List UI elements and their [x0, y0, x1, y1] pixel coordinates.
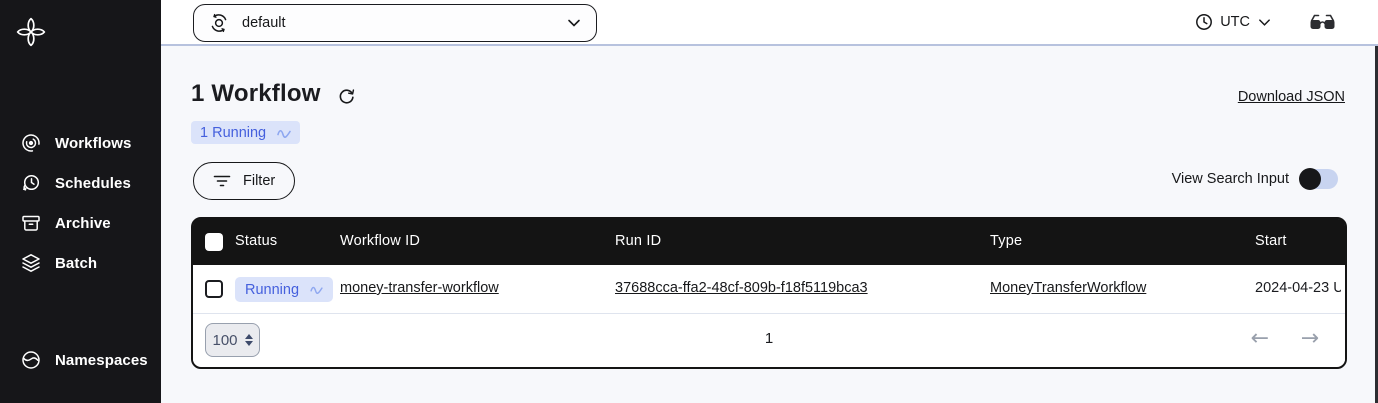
- header-workflow-id: Workflow ID: [340, 233, 421, 249]
- filter-button[interactable]: Filter: [193, 162, 296, 200]
- namespace-select-value: default: [242, 15, 286, 31]
- sidebar-item-schedules[interactable]: Schedules: [0, 163, 161, 203]
- sidebar-item-archive[interactable]: Archive: [0, 203, 161, 243]
- namespace-select[interactable]: default: [193, 4, 597, 42]
- timezone-select[interactable]: UTC: [1195, 0, 1272, 44]
- arrow-right-icon[interactable]: →: [1300, 326, 1319, 351]
- workflows-icon: [20, 132, 42, 154]
- sidebar-nav-bottom: Namespaces: [0, 340, 161, 380]
- arrow-left-icon[interactable]: ←: [1250, 326, 1269, 351]
- header-status: Status: [235, 233, 278, 249]
- view-search-input-control: View Search Input: [1171, 168, 1338, 190]
- row-checkbox[interactable]: [205, 280, 223, 298]
- timezone-label: UTC: [1220, 14, 1250, 30]
- start-time-value: 2024-04-23 U: [1255, 280, 1341, 296]
- select-all-checkbox[interactable]: [205, 233, 223, 251]
- view-search-input-toggle[interactable]: [1299, 168, 1338, 190]
- status-label: Running: [245, 281, 300, 298]
- sidebar: Workflows Schedules Archive: [0, 0, 161, 403]
- archive-icon: [20, 212, 42, 234]
- header-run-id: Run ID: [615, 233, 662, 249]
- namespace-switcher-icon: [208, 12, 230, 34]
- temporal-logo[interactable]: [16, 17, 46, 47]
- sidebar-item-label: Namespaces: [55, 351, 148, 369]
- workflow-id-link[interactable]: money-transfer-workflow: [340, 280, 499, 296]
- namespaces-icon: [20, 349, 42, 371]
- page-title: 1 Workflow: [191, 80, 321, 107]
- page-size-value: 100: [212, 331, 238, 349]
- view-search-input-label: View Search Input: [1171, 171, 1289, 187]
- sidebar-item-label: Batch: [55, 254, 98, 272]
- header-type: Type: [990, 233, 1023, 249]
- page-indicator: 1: [764, 330, 774, 347]
- status-badge: Running: [235, 277, 334, 302]
- filter-button-label: Filter: [243, 173, 276, 189]
- filter-lines-icon: [213, 174, 231, 188]
- running-count-badge[interactable]: 1 Running: [191, 121, 301, 144]
- sidebar-item-label: Workflows: [55, 134, 132, 152]
- table-footer: 100 1 ← →: [193, 314, 1345, 366]
- sidebar-item-workflows[interactable]: Workflows: [0, 123, 161, 163]
- refresh-icon[interactable]: [337, 87, 356, 106]
- batch-icon: [20, 252, 42, 274]
- sidebar-item-label: Archive: [55, 214, 111, 232]
- page-size-select[interactable]: 100: [205, 323, 260, 357]
- sidebar-item-batch[interactable]: Batch: [0, 243, 161, 283]
- heartbeat-icon: [277, 128, 291, 138]
- sidebar-nav: Workflows Schedules Archive: [0, 123, 161, 283]
- chevron-down-icon: [1257, 15, 1272, 30]
- run-id-link[interactable]: 37688cca-ffa2-48cf-809b-f18f5119bca3: [615, 280, 868, 296]
- table-row[interactable]: Running money-transfer-workflow 37688cca…: [193, 265, 1345, 314]
- clock-icon: [1195, 13, 1213, 31]
- workflow-type-link[interactable]: MoneyTransferWorkflow: [990, 280, 1147, 296]
- schedules-icon: [20, 172, 42, 194]
- header-start: Start: [1255, 233, 1287, 249]
- top-bar: default UTC: [161, 0, 1378, 46]
- sidebar-item-label: Schedules: [55, 174, 131, 192]
- toggle-knob: [1299, 168, 1321, 190]
- glasses-icon[interactable]: [1309, 13, 1336, 32]
- table-header-row: Status Workflow ID Run ID Type Start: [193, 219, 1345, 265]
- chevron-down-icon: [566, 15, 582, 31]
- download-json-link[interactable]: Download JSON: [1237, 89, 1345, 105]
- sidebar-item-namespaces[interactable]: Namespaces: [0, 340, 161, 380]
- running-count-label: 1 Running: [200, 124, 267, 141]
- heartbeat-icon: [310, 285, 323, 294]
- workflows-table: Status Workflow ID Run ID Type Start Run…: [191, 217, 1347, 369]
- spinner-arrows-icon: [244, 334, 253, 346]
- window-edge: [1375, 0, 1378, 403]
